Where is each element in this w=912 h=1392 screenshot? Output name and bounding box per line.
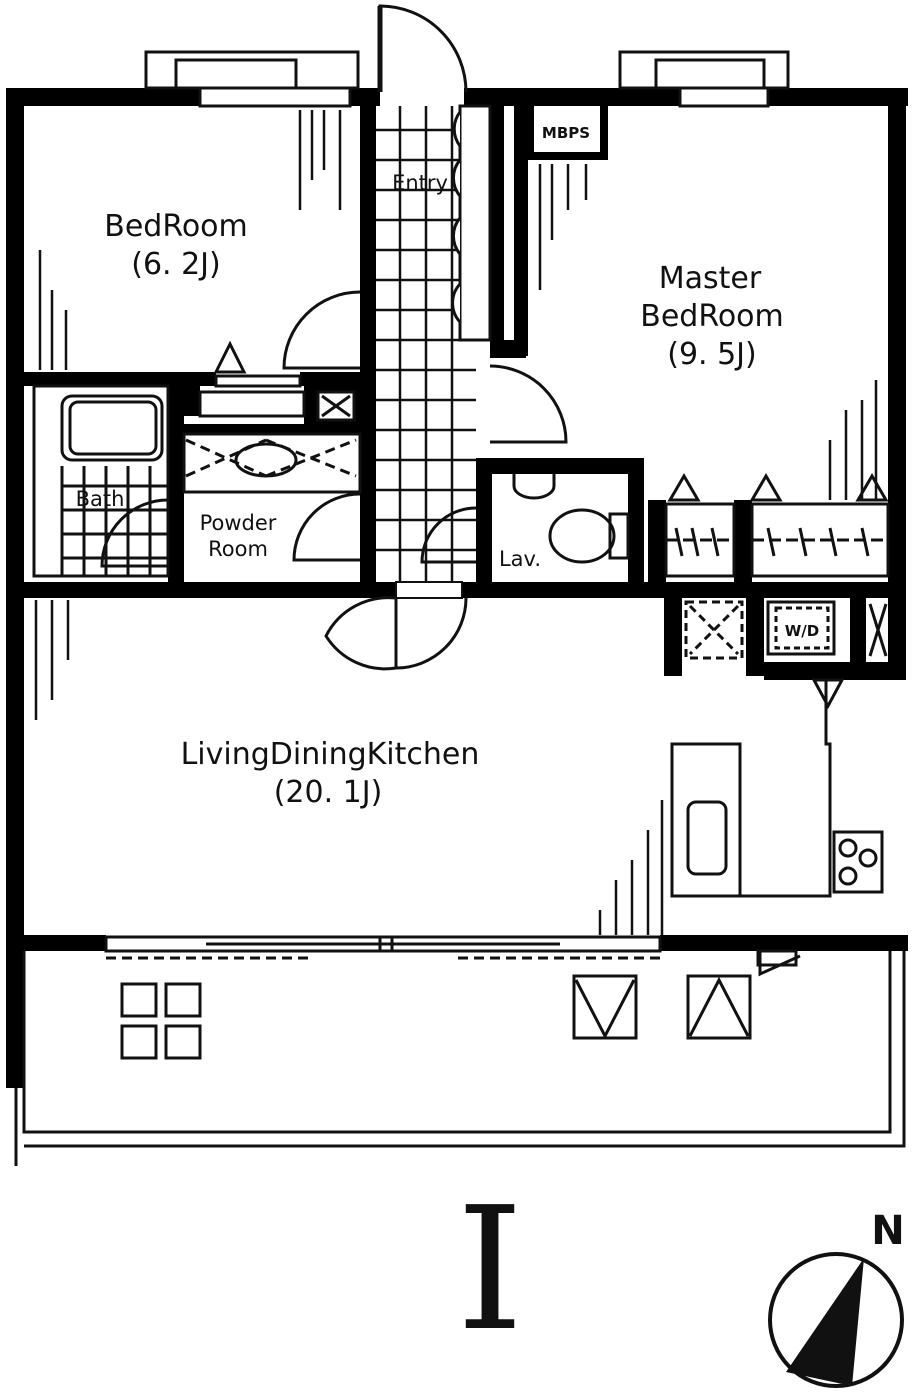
ldk-size: (20. 1J) bbox=[274, 775, 383, 810]
compass-ring bbox=[768, 1252, 904, 1388]
mbps-label: MBPS bbox=[542, 124, 590, 142]
master-bedroom-name-line2: BedRoom bbox=[640, 299, 784, 334]
entry-cabinet bbox=[451, 104, 492, 342]
front-door bbox=[377, 4, 468, 106]
top-windows bbox=[144, 50, 790, 108]
compass-north-label: N bbox=[871, 1208, 904, 1254]
entry-label: Entry bbox=[392, 171, 448, 195]
type-mark: I bbox=[456, 1171, 523, 1369]
powder-room-label-line2: Room bbox=[208, 537, 268, 561]
lavatory-label: Lav. bbox=[499, 547, 541, 571]
bedroom-size: (6. 2J) bbox=[131, 247, 221, 282]
compass: N bbox=[768, 1208, 905, 1388]
bath-fixtures bbox=[32, 384, 170, 578]
door-gaps bbox=[395, 581, 463, 599]
master-bedroom-size: (9. 5J) bbox=[667, 337, 757, 372]
bedroom-name: BedRoom bbox=[104, 209, 248, 244]
washer-dryer-label: W/D bbox=[785, 622, 819, 640]
balcony bbox=[14, 935, 906, 1166]
powder-room-label-line1: Powder bbox=[200, 511, 277, 535]
bedroom-closet bbox=[198, 340, 356, 422]
entry-tiles bbox=[376, 106, 490, 582]
window-hatching bbox=[34, 110, 878, 935]
master-closet bbox=[664, 473, 890, 578]
bath-label: Bath bbox=[76, 487, 125, 511]
powder-room-fixtures bbox=[182, 432, 362, 494]
north-arrow-icon bbox=[786, 1258, 864, 1386]
kitchen-fixtures bbox=[670, 678, 884, 898]
lavatory-fixtures bbox=[512, 474, 630, 564]
ldk-name: LivingDiningKitchen bbox=[181, 737, 480, 772]
master-bedroom-name-line1: Master bbox=[659, 261, 762, 296]
